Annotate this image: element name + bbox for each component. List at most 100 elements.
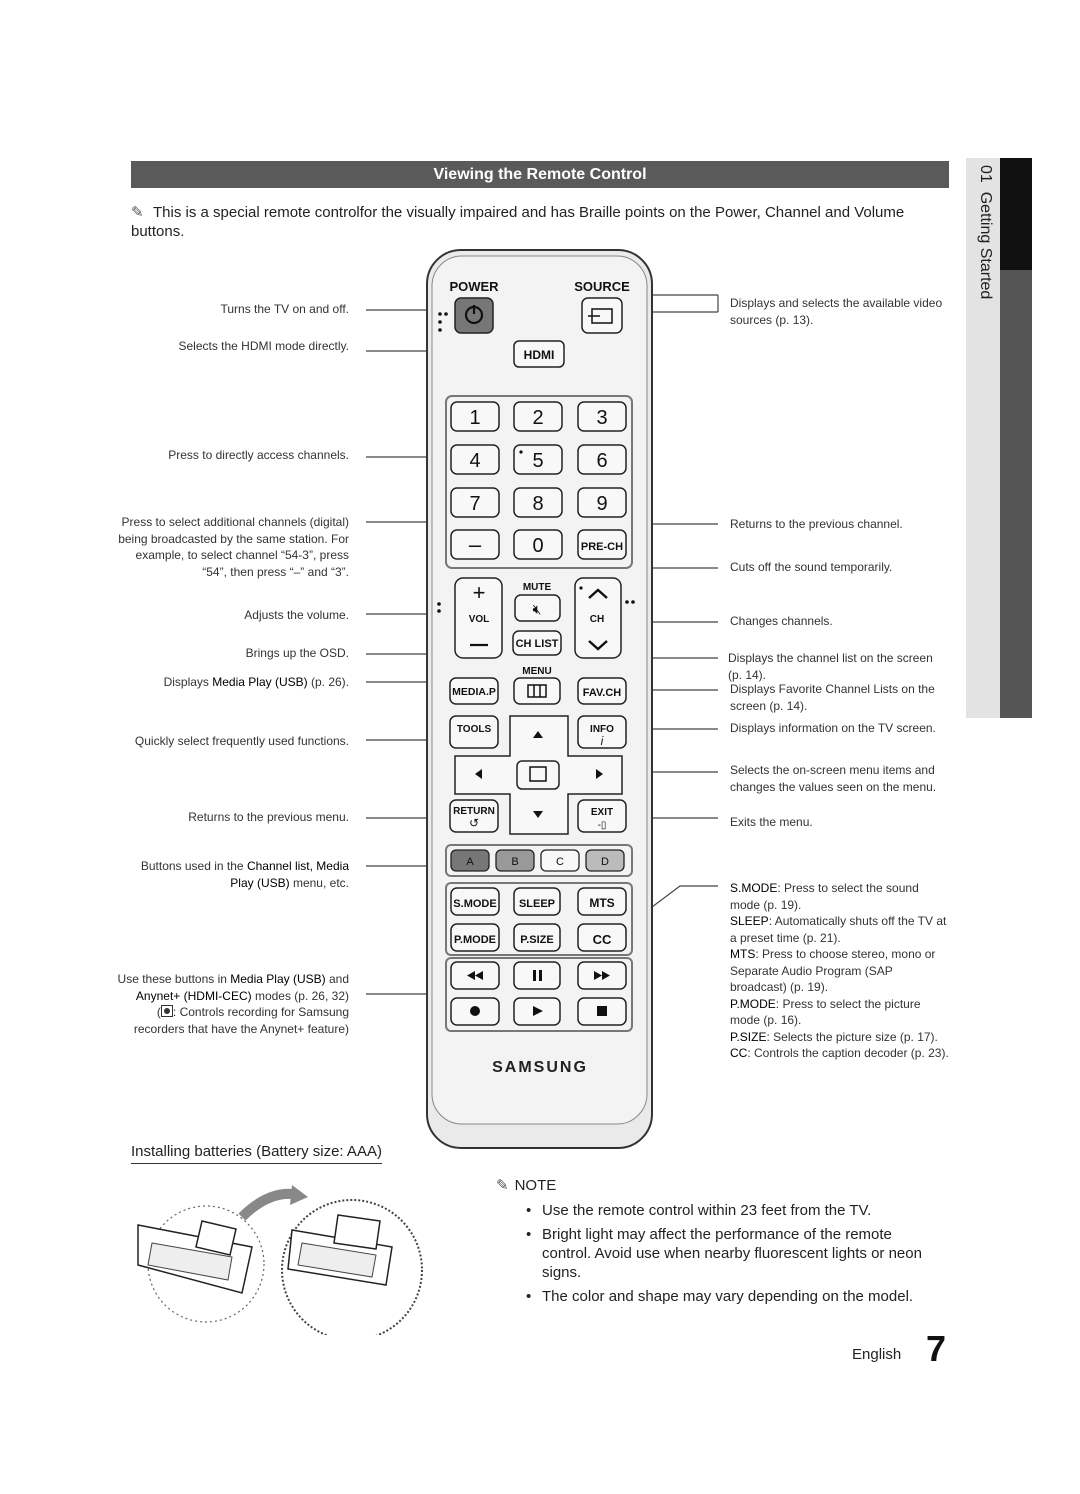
key-mts: MTS xyxy=(730,947,756,961)
label-media-pre: Displays xyxy=(163,675,213,689)
label-dash: Press to select additional channels (dig… xyxy=(118,515,349,579)
chapter-tab-background xyxy=(966,158,1000,718)
label-abcd-post: menu, etc. xyxy=(289,875,349,890)
note-pencil-icon: ✎ xyxy=(131,204,144,221)
prech-key-label: PRE-CH xyxy=(581,541,623,553)
svg-text:-▯: -▯ xyxy=(598,820,607,831)
note-item: Use the remote control within 23 feet fr… xyxy=(522,1201,942,1220)
label-tools: Quickly select frequently used functions… xyxy=(134,734,349,748)
psize-key-label: P.SIZE xyxy=(520,934,553,946)
mediap-button xyxy=(449,677,499,705)
samsung-logo: SAMSUNG xyxy=(492,1059,588,1076)
digit-8: 8 xyxy=(532,493,543,515)
button-b-label: B xyxy=(511,856,518,868)
hdmi-key-label: HDMI xyxy=(524,348,555,362)
label-playback: Use these buttons in Media Play (USB) an… xyxy=(117,972,349,1036)
sleep-key-label: SLEEP xyxy=(519,898,555,910)
label-volume: Adjusts the volume. xyxy=(244,608,349,622)
label-media-play: Displays Media Play (USB) (p. 26). xyxy=(117,674,349,691)
favch-button xyxy=(577,677,627,705)
pause-button xyxy=(513,961,561,990)
label-chlist: Displays the channel list on the screen … xyxy=(728,651,933,682)
note-item: The color and shape may vary depending o… xyxy=(522,1287,942,1306)
digit-5: 5 xyxy=(532,450,543,472)
digit-4: 4 xyxy=(469,450,480,472)
key-sleep: SLEEP xyxy=(730,914,769,928)
ch-label: CH xyxy=(590,614,604,625)
volume-rocker xyxy=(454,577,503,659)
label-channel: Changes channels. xyxy=(730,614,833,628)
smode-button xyxy=(450,887,500,916)
label-power: Turns the TV on and off. xyxy=(220,302,349,316)
vol-label: VOL xyxy=(469,614,490,625)
key-pmode: P.MODE xyxy=(730,996,776,1011)
dash-key: – xyxy=(469,532,482,557)
button-d-label: D xyxy=(601,856,609,868)
label-abcd-pre: Buttons used in the xyxy=(140,859,247,873)
label-record-note: : Controls recording for Samsung recorde… xyxy=(133,1005,349,1036)
source-button xyxy=(581,297,623,334)
label-menu: Brings up the OSD. xyxy=(245,646,349,660)
mts-button xyxy=(577,887,627,916)
button-c xyxy=(540,849,580,872)
desc-psize: : Selects the picture size (p. 17). xyxy=(766,1029,938,1044)
section-title: Viewing the Remote Control xyxy=(131,161,949,188)
cc-key-label: CC xyxy=(593,932,612,947)
label-mute: Cuts off the sound temporarily. xyxy=(730,560,893,574)
desc-cc: : Controls the caption decoder (p. 23). xyxy=(747,1046,949,1060)
svg-text:+: + xyxy=(473,580,486,605)
chapter-tab-marker xyxy=(1000,158,1032,270)
mute-key-label: MUTE xyxy=(523,582,552,593)
label-function-keys: S.MODE: Press to select the sound mode (… xyxy=(730,880,950,1062)
mediap-key-label: MEDIA.P xyxy=(452,686,496,698)
return-button xyxy=(449,799,499,833)
label-playback-mid: and xyxy=(325,972,349,986)
menu-key-label: MENU xyxy=(522,666,551,677)
desc-pmode: : Press to select the picture mode (p. 1… xyxy=(730,996,921,1028)
pmode-button xyxy=(450,923,500,952)
footer-language: English xyxy=(852,1346,902,1363)
key-smode: S.MODE xyxy=(730,881,778,895)
source-key-label: SOURCE xyxy=(574,279,630,294)
tools-button xyxy=(449,715,499,749)
note-title: NOTE xyxy=(514,1177,557,1194)
mute-icon: 🔇︎ xyxy=(533,601,542,617)
button-b xyxy=(495,849,535,872)
label-return: Returns to the previous menu. xyxy=(188,810,349,824)
smode-key-label: S.MODE xyxy=(453,898,496,910)
label-arrows: Selects the on-screen menu items and cha… xyxy=(730,763,937,794)
exit-button xyxy=(577,799,627,833)
note-item: Bright light may affect the performance … xyxy=(522,1225,942,1282)
favch-key-label: FAV.CH xyxy=(583,687,622,699)
label-prech: Returns to the previous channel. xyxy=(730,517,903,531)
label-media-bold: Media Play (USB) xyxy=(212,675,308,689)
return-key-label: RETURN xyxy=(453,806,495,817)
digit-9: 9 xyxy=(596,493,607,515)
chlist-button xyxy=(512,630,562,656)
button-d xyxy=(585,849,625,872)
tools-key-label: TOOLS xyxy=(457,724,492,735)
digit-1: 1 xyxy=(469,407,480,429)
digit-6: 6 xyxy=(596,450,607,472)
digit-2: 2 xyxy=(532,407,543,429)
sleep-button xyxy=(513,887,561,916)
desc-sleep: : Automatically shuts off the TV at a pr… xyxy=(730,914,947,945)
cc-button xyxy=(577,923,627,952)
channel-rocker xyxy=(574,577,622,659)
button-a xyxy=(450,849,490,872)
button-c-label: C xyxy=(556,856,564,868)
digit-7: 7 xyxy=(469,493,480,515)
label-playback-bold1: Media Play (USB) xyxy=(230,972,326,986)
label-hdmi: Selects the HDMI mode directly. xyxy=(178,339,349,353)
key-cc: CC xyxy=(730,1046,748,1060)
chlist-key-label: CH LIST xyxy=(516,638,559,650)
note-heading: ✎NOTE xyxy=(496,1176,556,1194)
label-playback-post: modes (p. 26, 32) xyxy=(251,988,349,1003)
label-exit: Exits the menu. xyxy=(730,815,813,829)
power-key-label: POWER xyxy=(449,279,499,294)
label-source: Displays and selects the available video… xyxy=(730,296,943,327)
psize-button xyxy=(513,923,561,952)
desc-mts: : Press to choose stereo, mono or Separa… xyxy=(730,947,936,994)
battery-heading: Installing batteries (Battery size: AAA) xyxy=(131,1143,382,1164)
